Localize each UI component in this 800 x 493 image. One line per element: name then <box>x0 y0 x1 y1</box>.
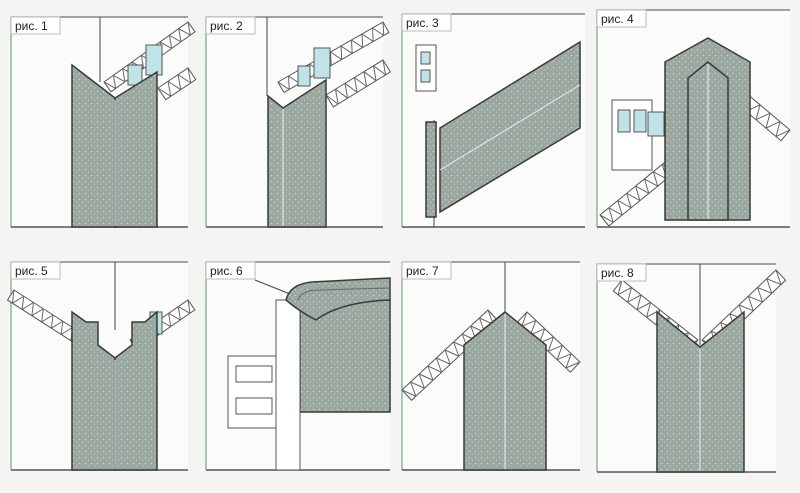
figure-label: рис. 8 <box>601 266 634 280</box>
figure-labels: рис. 1 рис. 2 рис. 3 рис. 4 рис. 5 рис. … <box>10 9 647 282</box>
figure-8 <box>596 263 787 473</box>
pvc-panel-strip <box>157 67 197 101</box>
pvc-panel-strip <box>325 59 392 108</box>
figure-label: рис. 7 <box>406 264 439 278</box>
inner-corner-profile <box>71 310 116 471</box>
figure-7 <box>401 261 581 471</box>
figure-5 <box>6 261 196 471</box>
figure-label: рис. 4 <box>601 12 634 26</box>
figure-label: рис. 2 <box>210 19 243 33</box>
figure-3 <box>401 13 585 228</box>
figure-label: рис. 5 <box>15 264 48 278</box>
connector-profile <box>425 121 437 218</box>
figure-2 <box>205 16 392 228</box>
figure-1 <box>10 16 197 228</box>
figure-label: рис. 6 <box>210 264 243 278</box>
start-profile <box>267 78 327 228</box>
figure-label: рис. 1 <box>15 19 48 33</box>
pvc-panel-strip <box>516 311 581 373</box>
figure-label: рис. 3 <box>406 16 439 30</box>
figure-4 <box>596 9 791 228</box>
figure-6 <box>205 261 391 471</box>
